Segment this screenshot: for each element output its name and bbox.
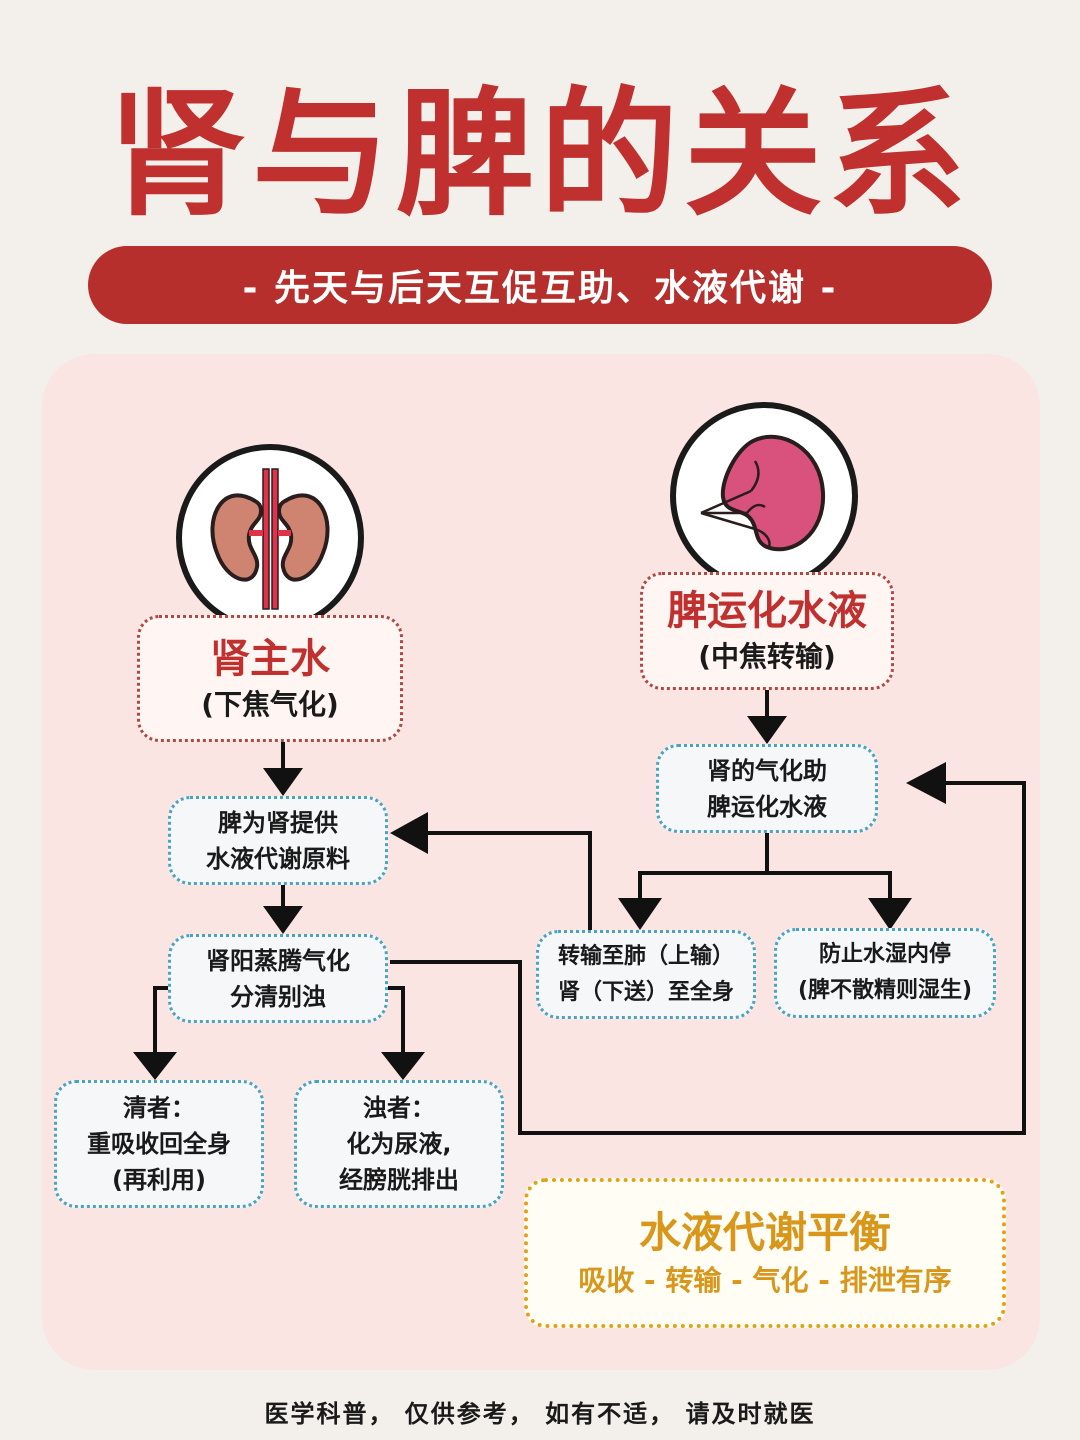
connector-to-clear — [153, 986, 170, 1052]
page-title: 肾与脾的关系 — [107, 74, 972, 235]
arrowhead-feedback-right — [906, 762, 946, 804]
clear-fluid-line-2: 重吸收回全身 — [87, 1130, 231, 1158]
connector-to-turbid — [388, 986, 405, 1052]
arrowhead-right-1 — [747, 716, 787, 744]
arrowhead-feedback-left — [390, 812, 428, 854]
transport-line-1: 转输至肺（上输） — [557, 943, 734, 969]
disclaimer-footer: 医学科普， 仅供参考， 如有不适， 请及时就医 — [264, 1400, 816, 1428]
turbid-fluid-line-3: 经膀胱排出 — [339, 1166, 459, 1194]
subtitle-banner: - 先天与后天互促互助、水液代谢 - — [88, 246, 992, 324]
clear-fluid-line-1: 清者： — [123, 1094, 195, 1122]
kidney-yang-line-2: 分清别浊 — [230, 982, 326, 1011]
connector-feedback-to-left — [428, 831, 592, 930]
prevent-damp-line-1: 防止水湿内停 — [818, 942, 951, 967]
kidney-yang-line-1: 肾阳蒸腾气化 — [206, 946, 350, 975]
spleen-provides-line-2: 水液代谢原料 — [206, 844, 350, 873]
arrowhead-left-2 — [263, 906, 303, 934]
arrowhead-transport — [618, 898, 662, 930]
kidney-assists-node: 肾的气化助 脾运化水液 — [656, 744, 878, 833]
kidney-assists-line-1: 肾的气化助 — [707, 756, 827, 785]
kidney-assists-line-2: 脾运化水液 — [707, 792, 827, 821]
spleen-transform-node: 脾运化水液 (中焦转输) — [640, 572, 894, 690]
arrowhead-left-1 — [263, 768, 303, 796]
subtitle-text: - 先天与后天互促互助、水液代谢 - — [242, 268, 838, 309]
spleen-provides-line-1: 脾为肾提供 — [218, 808, 338, 837]
transport-node: 转输至肺（上输） 肾（下送）至全身 — [536, 930, 756, 1019]
prevent-damp-line-2: (脾不散精则湿生) — [797, 978, 973, 1003]
turbid-fluid-line-2: 化为尿液, — [346, 1130, 452, 1158]
turbid-fluid-node: 浊者： 化为尿液, 经膀胱排出 — [294, 1080, 504, 1208]
connector-feedback-to-right — [390, 781, 1026, 1135]
clear-fluid-line-3: (再利用) — [112, 1166, 206, 1194]
arrowhead-turbid — [381, 1052, 425, 1080]
water-balance-node: 水液代谢平衡 吸收 - 转输 - 气化 - 排泄有序 — [524, 1178, 1006, 1328]
kidney-icon — [176, 444, 364, 632]
spleen-icon — [670, 402, 858, 590]
connector-to-transport — [638, 833, 769, 898]
spleen-provides-node: 脾为肾提供 水液代谢原料 — [168, 796, 388, 885]
spleen-transform-title: 脾运化水液 — [667, 588, 867, 634]
transport-line-2: 肾（下送）至全身 — [557, 979, 734, 1005]
kidney-water-node: 肾主水 (下焦气化) — [137, 615, 403, 742]
kidney-water-title: 肾主水 — [210, 635, 330, 682]
water-balance-subtitle: 吸收 - 转输 - 气化 - 排泄有序 — [578, 1264, 952, 1297]
spleen-transform-subtitle: (中焦转输) — [698, 640, 836, 673]
connector-to-prevent — [767, 871, 892, 898]
clear-fluid-node: 清者： 重吸收回全身 (再利用) — [54, 1080, 264, 1208]
prevent-damp-node: 防止水湿内停 (脾不散精则湿生) — [774, 928, 996, 1018]
turbid-fluid-line-1: 浊者： — [363, 1094, 435, 1122]
kidney-yang-node: 肾阳蒸腾气化 分清别浊 — [168, 934, 388, 1023]
arrowhead-clear — [133, 1052, 177, 1080]
arrowhead-prevent — [868, 898, 912, 930]
water-balance-title: 水液代谢平衡 — [638, 1208, 891, 1257]
kidney-water-subtitle: (下焦气化) — [201, 687, 339, 721]
